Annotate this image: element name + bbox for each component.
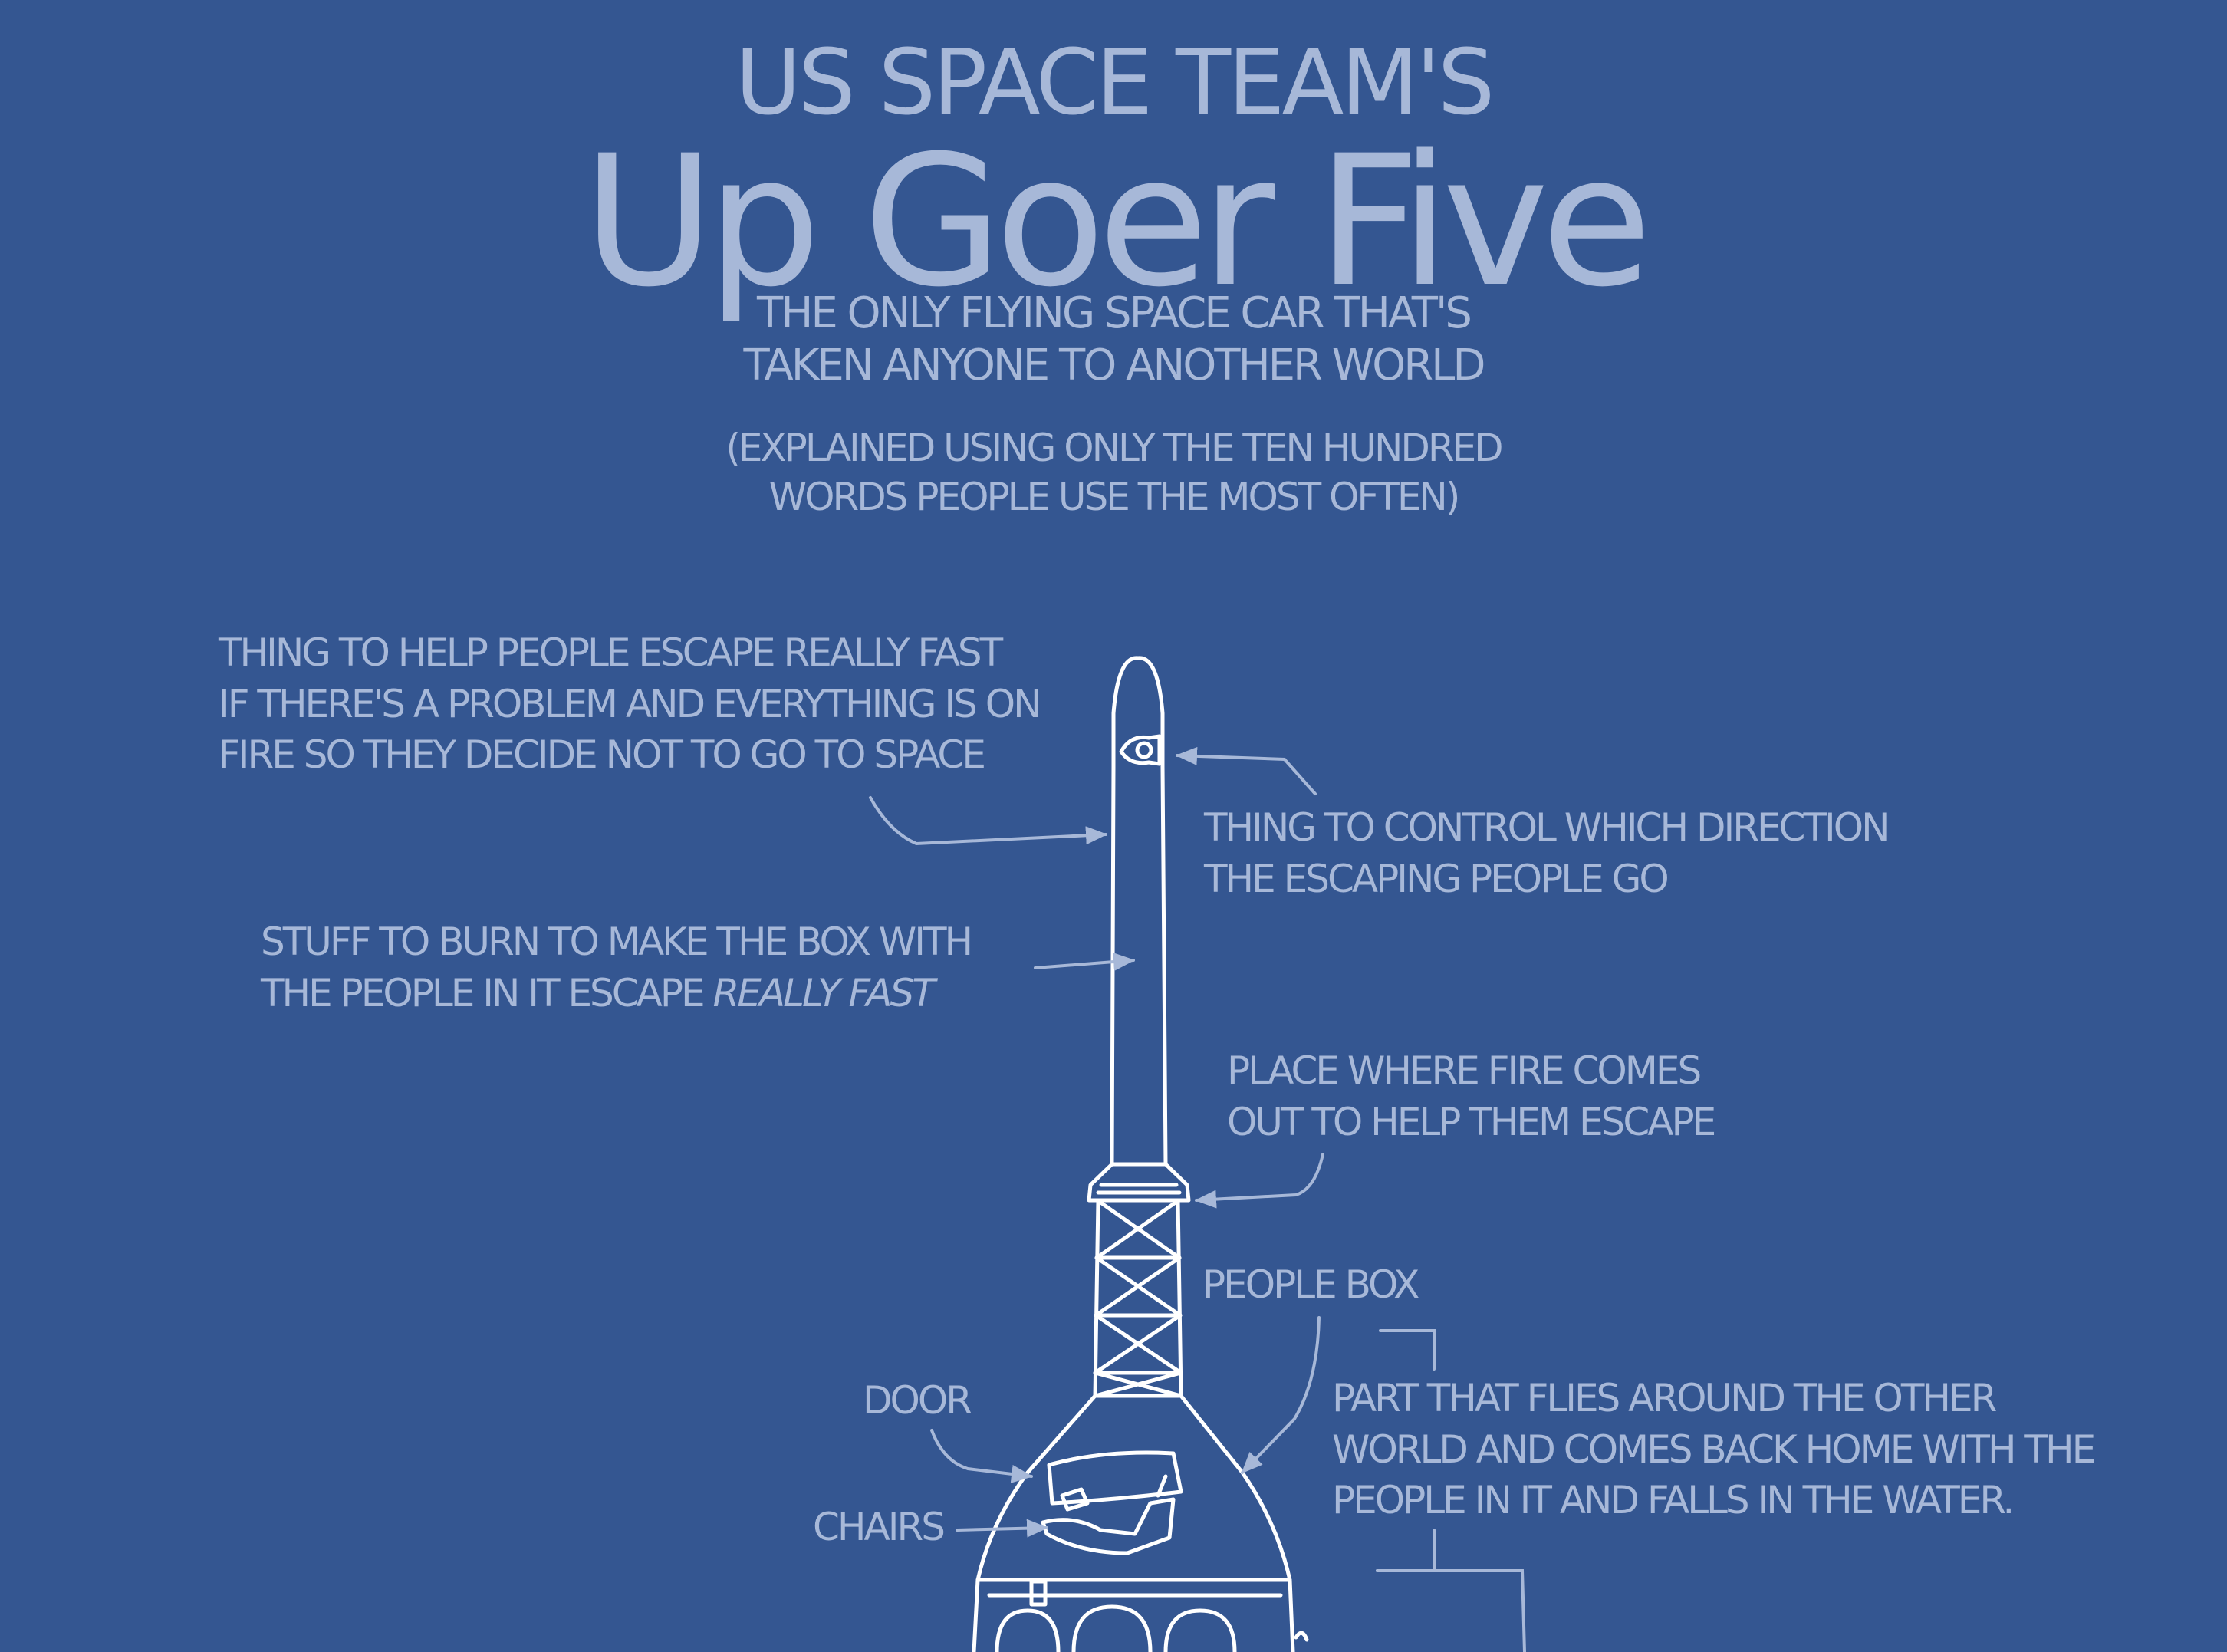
- label-orbiter: PART THAT FLIES AROUND THE OTHER WORLD A…: [1332, 1376, 2096, 1522]
- pointer-escape: [869, 796, 1107, 846]
- pointer-nozzle: [1195, 1153, 1324, 1209]
- hatch: [1029, 1579, 1048, 1607]
- label-door: DOOR: [863, 1378, 972, 1423]
- escape-tower-nose: [1111, 656, 1165, 769]
- label-escape-tower: THING TO HELP PEOPLE ESCAPE REALLY FAST …: [219, 630, 1042, 777]
- control-pod: [1119, 734, 1162, 766]
- label-nozzle: PLACE WHERE FIRE COMES OUT TO HELP THEM …: [1227, 1048, 1716, 1144]
- pointer-lines: [869, 746, 1526, 1652]
- rocket-drawing: [972, 656, 1309, 1652]
- pointer-fuel: [1034, 953, 1135, 971]
- note-line-1: (EXPLAINED USING ONLY THE TEN HUNDRED: [725, 426, 1503, 470]
- door: [1047, 1450, 1183, 1506]
- label-chairs: CHAIRS: [813, 1505, 946, 1549]
- note-line-2: WORDS PEOPLE USE THE MOST OFTEN): [768, 475, 1461, 519]
- subtitle: THE ONLY FLYING SPACE CAR THAT'S TAKEN A…: [0, 288, 2227, 393]
- label-people-box: PEOPLE BOX: [1202, 1262, 1419, 1307]
- explanation-note: (EXPLAINED USING ONLY THE TEN HUNDRED WO…: [0, 423, 2227, 522]
- team-heading: US SPACE TEAM'S: [735, 29, 1495, 135]
- label-fuel: STUFF TO BURN TO MAKE THE BOX WITH THE P…: [261, 916, 973, 1019]
- pointer-door: [930, 1429, 1033, 1483]
- base-lobe: [995, 1608, 1061, 1652]
- label-control: THING TO CONTROL WHICH DIRECTION THE ESC…: [1204, 805, 1890, 901]
- really-fast-emphasis: REALLY FAST: [712, 970, 936, 1015]
- base-lobe: [1071, 1604, 1153, 1652]
- pointer-control: [1176, 746, 1317, 795]
- escape-tower-tube: [1110, 765, 1168, 1167]
- page-title: Up Goer Five: [582, 117, 1653, 327]
- bracket-orbiter-descender: [1376, 1569, 1526, 1652]
- lattice-tower: [1093, 1198, 1183, 1398]
- window: [1060, 1487, 1090, 1512]
- service-module: [972, 1578, 1295, 1652]
- pointer-people-box: [1241, 1316, 1321, 1474]
- control-pod-window: [1135, 741, 1153, 759]
- subtitle-line-2: TAKEN ANYONE TO ANOTHER WORLD: [743, 341, 1486, 391]
- base-lobe: [1163, 1608, 1237, 1652]
- label-fuel-line-2: THE PEOPLE IN IT ESCAPE REALLY FAST: [261, 970, 936, 1015]
- pointer-chairs: [956, 1519, 1048, 1538]
- chairs: [1041, 1497, 1176, 1555]
- nozzle-ring: [1087, 1162, 1191, 1203]
- bracket-orbiter-bottom: [1376, 1529, 1436, 1572]
- bracket-orbiter-top: [1379, 1329, 1436, 1371]
- subtitle-line-1: THE ONLY FLYING SPACE CAR THAT'S: [757, 288, 1472, 338]
